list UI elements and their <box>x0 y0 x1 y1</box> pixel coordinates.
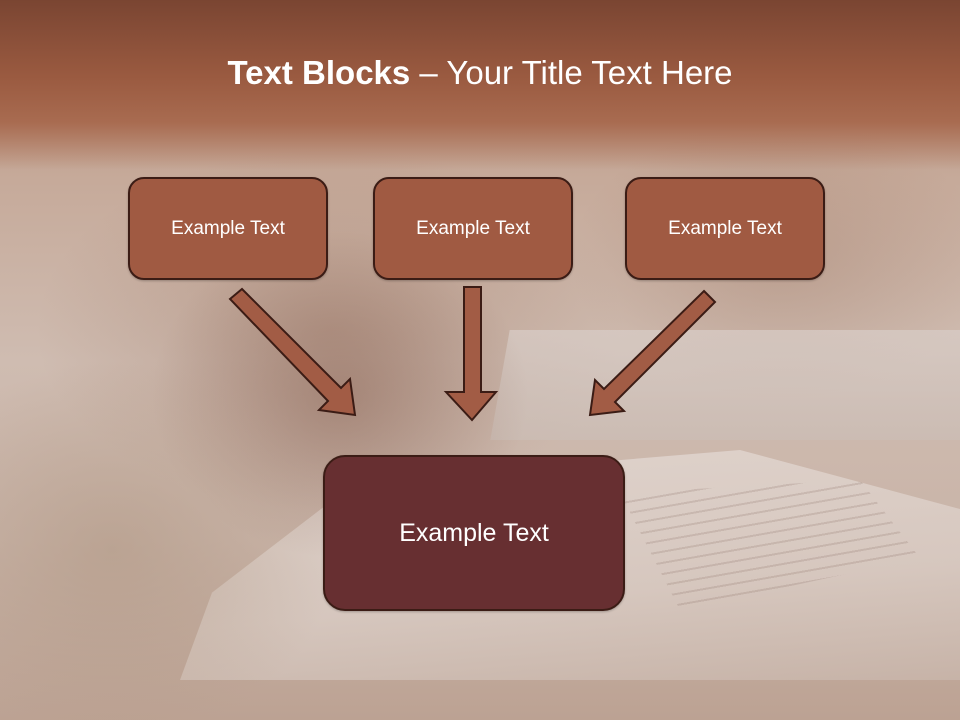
text-box-main-label: Example Text <box>399 518 549 547</box>
arrow-center <box>443 286 499 422</box>
text-box-top-right-label: Example Text <box>668 217 782 239</box>
sleeve-image <box>0 360 340 720</box>
arrow-right <box>588 289 717 417</box>
slide-title[interactable]: Text Blocks – Your Title Text Here <box>0 54 960 92</box>
text-box-top-center[interactable]: Example Text <box>373 177 573 280</box>
arrow-left <box>228 287 357 417</box>
title-rest: – Your Title Text Here <box>410 54 733 91</box>
text-box-top-right[interactable]: Example Text <box>625 177 825 280</box>
text-box-main[interactable]: Example Text <box>323 455 625 611</box>
text-box-top-left-label: Example Text <box>171 217 285 239</box>
header-band <box>0 0 960 170</box>
text-box-top-center-label: Example Text <box>416 217 530 239</box>
text-box-top-left[interactable]: Example Text <box>128 177 328 280</box>
title-bold: Text Blocks <box>227 54 411 91</box>
